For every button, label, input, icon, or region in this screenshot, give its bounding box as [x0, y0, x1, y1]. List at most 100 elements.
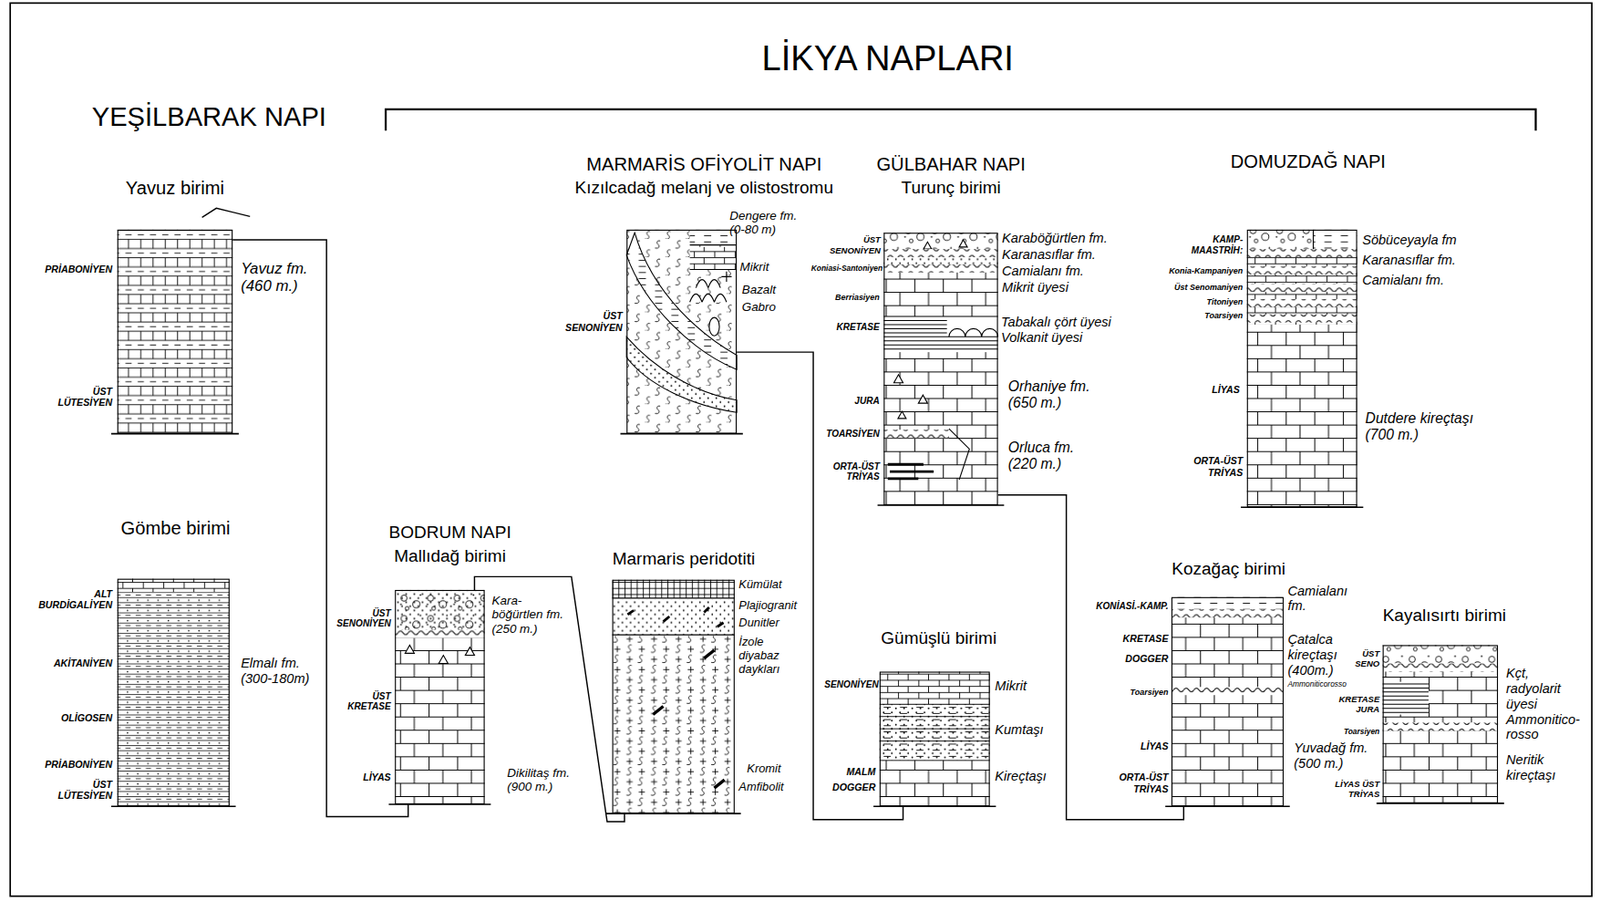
- formation-label: Amfibolit: [738, 780, 784, 795]
- column-heading: Gümüşlü birimi: [880, 627, 997, 651]
- age-label: Toarsiyen: [1343, 727, 1380, 737]
- column-heading: Gömbe birimi: [121, 516, 231, 541]
- ophiolite-column-art-part: [626, 336, 737, 413]
- age-label: MALM: [846, 766, 876, 778]
- mallidag-column-art-part: [394, 589, 485, 633]
- ground-lines: [111, 433, 1505, 814]
- gombe-column-art-part: [117, 578, 230, 593]
- age-label: LİYAS ÜST TRİYAS: [1323, 779, 1381, 800]
- column-heading: Kayalısırtı birimi: [1383, 604, 1507, 629]
- heading-text: Yavuz birimi: [125, 175, 225, 200]
- domuzdag-column-art-part: [1247, 266, 1358, 275]
- mallidag-column-art: [394, 589, 485, 805]
- gulbahar-column-art-part: [883, 264, 998, 273]
- gulbahar-column-art-part: [883, 248, 998, 258]
- formation-label: Dunitler: [738, 616, 779, 630]
- nappe-title: YEŞİLBARAK NAPI: [92, 102, 327, 133]
- domuzdag-column-art-part: [1247, 283, 1358, 292]
- formation-label: Dutdere kireçtaşı (700 m.): [1365, 410, 1491, 444]
- ground-lines-part: [111, 433, 1505, 814]
- kozagac-column-art-part: [1171, 686, 1284, 695]
- age-label: ORTA-ÜST TRİYAS: [1187, 455, 1244, 478]
- kozagac-column-art-part: [1171, 609, 1284, 618]
- domuzdag-column-art-part: [1312, 229, 1314, 250]
- structural-connector: [736, 351, 903, 820]
- age-label: ÜST SENONİYEN: [829, 236, 881, 257]
- formation-label: Yavuz fm. (460 m.): [240, 258, 315, 295]
- mallidag-column-art-part: [394, 589, 485, 633]
- formation-label: Söbüceyayla fm: [1362, 232, 1457, 248]
- age-label: Üst Senomaniyen: [1174, 282, 1243, 292]
- strat-column: GÜLBAHAR NAPITurunç birimi: [883, 232, 998, 506]
- gumuslu-column-art-part: [879, 703, 991, 761]
- age-label: ORTA-ÜST TRİYAS: [1112, 772, 1169, 795]
- heading-text: BODRUM NAPI: [388, 521, 511, 546]
- gumuslu-column-art-part: [879, 703, 991, 761]
- ophiolite-column-art-part: [690, 245, 737, 270]
- domuzdag-column-art-part: [1247, 266, 1358, 275]
- strat-column: BODRUM NAPIMallıdağ birimi: [394, 589, 485, 805]
- age-label: KAMP-MAASTRİH:: [1181, 234, 1243, 256]
- column-heading: Yavuz birimi: [125, 175, 225, 200]
- age-label: KRETASE: [836, 321, 879, 333]
- age-label: Konia-Kampaniyen: [1168, 266, 1243, 276]
- column-heading: DOMUZDAĞ NAPI: [1230, 148, 1386, 174]
- age-label: Titoniyen: [1207, 297, 1244, 307]
- kayalisirti-column-art-part: [1383, 683, 1429, 713]
- formation-label: Gabro: [742, 300, 776, 315]
- kayalisirti-column-art-part: [1383, 722, 1498, 731]
- domuzdag-column-art-part: [1247, 314, 1358, 323]
- age-label: ALT BURDİGALİYEN: [38, 588, 113, 611]
- formation-label: Dengere fm. (0-80 m): [729, 208, 806, 238]
- heading-text: DOMUZDAĞ NAPI: [1230, 148, 1386, 174]
- age-label: Koniasi-Santoniyen: [811, 264, 883, 274]
- age-label: ÜST LÜTESİYEN: [57, 386, 113, 409]
- yavuz-column-art-part: [117, 229, 233, 434]
- formation-label: İzole diyabaz daykları: [738, 635, 802, 676]
- heading-text: GÜLBAHAR NAPI: [876, 152, 1025, 177]
- ophiolite-column-art: [626, 229, 737, 434]
- strat-column: Kozağaç birimi: [1171, 597, 1284, 806]
- age-label: DOGGER: [832, 782, 876, 794]
- formation-label: Tabakalı çört üyesi: [1001, 315, 1112, 331]
- formation-label: Mikrit: [739, 259, 769, 274]
- age-label: ORTA-ÜST TRİYAS: [823, 461, 880, 483]
- heading-text: Marmaris peridotiti: [612, 547, 755, 572]
- age-label: PRİABONİYEN: [44, 264, 113, 276]
- gumuslu-column-art-part: [879, 670, 991, 704]
- kozagac-column-art-part: [1171, 617, 1284, 806]
- kozagac-column-art-part: [1171, 609, 1284, 618]
- gumuslu-column-art: [879, 670, 991, 806]
- ophiolite-column-art-part: [626, 229, 737, 434]
- formation-label: Karanasıflar fm.: [1001, 247, 1096, 264]
- domuzdag-column-art-part: [1247, 324, 1358, 507]
- peridotite-column-art-part: [652, 650, 724, 788]
- age-label: ÜST KRETASE: [340, 691, 392, 713]
- yavuz-column-art: [117, 229, 233, 434]
- gombe-column-art: [117, 578, 230, 807]
- formation-label: Çatalca kireçtaşı (400m.): [1288, 632, 1350, 679]
- domuzdag-column-art: [1247, 229, 1358, 507]
- gulbahar-column-art-part: [883, 264, 998, 273]
- domuzdag-column-art-part: [1312, 229, 1357, 250]
- age-label: KONİASİ.-KAMP.: [1095, 600, 1168, 612]
- ophiolite-column-art-part: [709, 317, 720, 336]
- formation-label: Camialanı fm.: [1001, 264, 1084, 280]
- age-label: LİYAS: [1140, 741, 1169, 753]
- strat-column: Kayalısırtı birimi: [1383, 644, 1498, 803]
- kayalisirti-column-art-part: [1383, 663, 1498, 672]
- gulbahar-column-art-part: [883, 315, 998, 317]
- heading-text: Kozağaç birimi: [1171, 557, 1286, 582]
- peridotite-column-art-part: [612, 598, 735, 635]
- mallidag-column-art-part: [404, 644, 475, 663]
- strat-column: Gömbe birimi: [117, 578, 230, 807]
- age-label: ÜST SENONİYEN: [565, 310, 623, 333]
- age-label: LİYAS: [362, 772, 392, 784]
- age-label: KRETASE JURA: [1332, 694, 1380, 715]
- age-label: OLİGOSEN: [61, 712, 113, 724]
- gulbahar-column-art-part: [883, 429, 950, 438]
- strat-column: MARMARİS OFİYOLİT NAPIKızılcadağ melanj …: [626, 229, 737, 434]
- age-label: JURA: [854, 395, 879, 407]
- frame-part: [385, 109, 1536, 132]
